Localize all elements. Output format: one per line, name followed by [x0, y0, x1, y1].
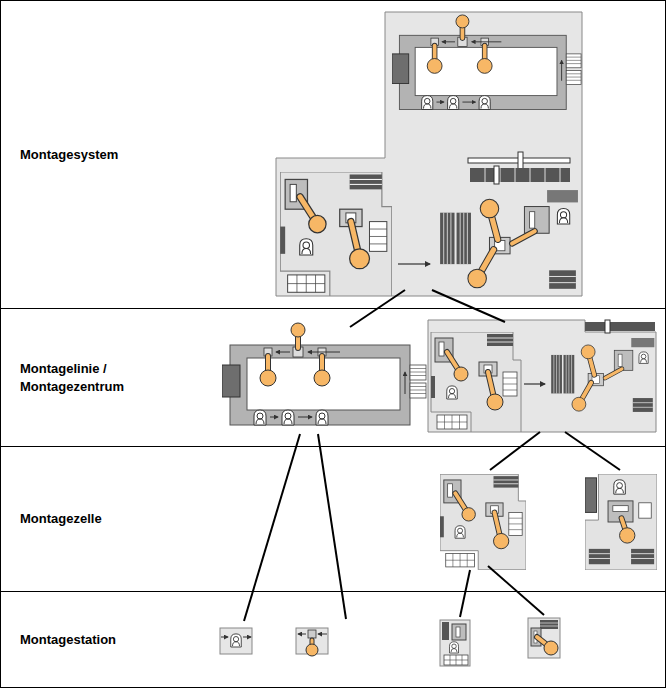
level-band: Montagestation [1, 591, 665, 688]
level-band: Montagesystem [1, 1, 665, 308]
level-band: Montagelinie / Montagezentrum [1, 308, 665, 446]
level-label: Montagestation [20, 631, 190, 649]
level-label: Montagelinie / Montagezentrum [20, 360, 170, 396]
level-band: Montagezelle [1, 446, 665, 591]
level-label: Montagezelle [20, 510, 190, 528]
level-label: Montagesystem [20, 146, 190, 164]
